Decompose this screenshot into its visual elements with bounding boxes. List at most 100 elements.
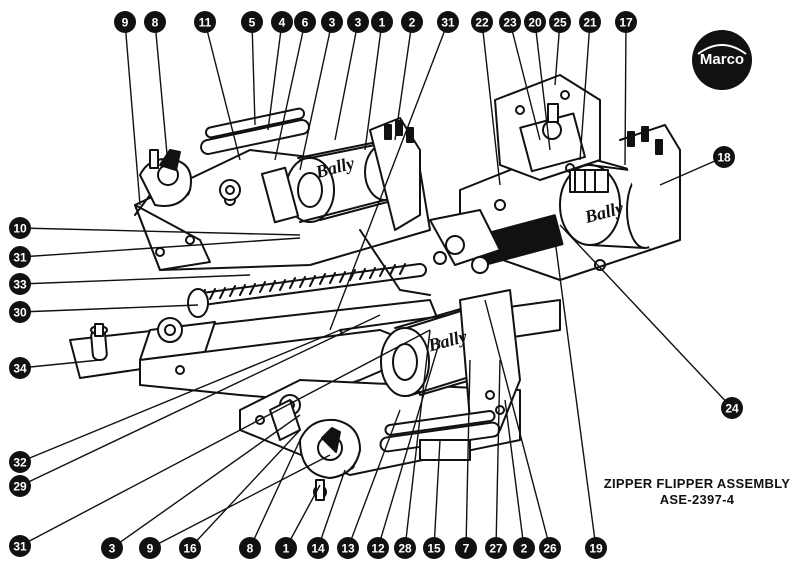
leader-line-29 — [19, 314, 381, 487]
leader-line-12 — [377, 339, 441, 549]
callout-circle — [239, 537, 261, 559]
leader-line-22 — [481, 21, 501, 186]
callout-circle — [194, 11, 216, 33]
callout-number: 2 — [521, 542, 528, 556]
callout-circle — [471, 11, 493, 33]
leader-line-17 — [624, 21, 627, 166]
callout-circle — [615, 11, 637, 33]
callout-circle — [367, 537, 389, 559]
callout-29: 29 — [9, 475, 31, 497]
callout-number: 9 — [147, 542, 154, 556]
callout-circle — [101, 537, 123, 559]
callout-circle — [9, 273, 31, 295]
callout-circle — [294, 11, 316, 33]
callout-26: 26 — [539, 537, 561, 559]
callout-number: 16 — [183, 542, 197, 556]
callout-number: 22 — [475, 16, 489, 30]
callout-number: 24 — [725, 402, 739, 416]
callout-number: 8 — [152, 16, 159, 30]
callout-3: 3 — [321, 11, 343, 33]
callout-number: 27 — [489, 542, 503, 556]
leader-line-16 — [189, 429, 301, 549]
callout-circle — [347, 11, 369, 33]
callout-4: 4 — [271, 11, 293, 33]
leader-line-30 — [19, 304, 199, 313]
callout-circle — [549, 11, 571, 33]
callout-2: 2 — [401, 11, 423, 33]
callout-34: 34 — [9, 357, 31, 379]
callout-18: 18 — [713, 146, 735, 168]
callout-circle — [579, 11, 601, 33]
callout-30: 30 — [9, 301, 31, 323]
callout-13: 13 — [337, 537, 359, 559]
callout-number: 29 — [13, 480, 27, 494]
callout-6: 6 — [294, 11, 316, 33]
leader-line-19 — [554, 239, 597, 549]
callout-8: 8 — [144, 11, 166, 33]
callout-17: 17 — [615, 11, 637, 33]
callout-number: 13 — [341, 542, 355, 556]
leader-line-3 — [299, 21, 333, 171]
callout-number: 31 — [13, 540, 27, 554]
callout-number: 32 — [13, 456, 27, 470]
leader-line-33 — [19, 274, 251, 285]
lower-coil — [380, 289, 521, 431]
callout-circle — [321, 11, 343, 33]
callout-9: 9 — [114, 11, 136, 33]
callout-1: 1 — [371, 11, 393, 33]
callout-2: 2 — [513, 537, 535, 559]
leader-line-24 — [559, 224, 733, 409]
assembly-part-number: ASE-2397-4 — [659, 492, 735, 507]
callout-circle — [585, 537, 607, 559]
callout-circle — [524, 11, 546, 33]
callout-number: 33 — [13, 278, 27, 292]
callout-12: 12 — [367, 537, 389, 559]
leader-line-4 — [267, 21, 283, 131]
callout-circle — [144, 11, 166, 33]
callout-number: 19 — [589, 542, 603, 556]
leader-line-1 — [364, 21, 383, 151]
callout-circle — [423, 537, 445, 559]
callout-33: 33 — [9, 273, 31, 295]
callout-circle — [9, 246, 31, 268]
callout-15: 15 — [423, 537, 445, 559]
leader-line-13 — [347, 409, 401, 549]
callout-number: 7 — [463, 542, 470, 556]
callout-27: 27 — [485, 537, 507, 559]
leader-line-8 — [154, 21, 169, 166]
callout-number: 34 — [13, 362, 27, 376]
callout-circle — [271, 11, 293, 33]
callout-number: 11 — [199, 16, 212, 30]
leader-line-2 — [394, 21, 413, 141]
leader-line-6 — [274, 21, 306, 161]
leader-line-9 — [149, 454, 331, 549]
callout-number: 17 — [619, 16, 633, 30]
leader-line-32 — [19, 329, 341, 463]
callout-circle — [9, 475, 31, 497]
callout-circle — [9, 301, 31, 323]
callout-24: 24 — [721, 397, 743, 419]
callout-21: 21 — [579, 11, 601, 33]
callout-circle — [139, 537, 161, 559]
callout-number: 30 — [13, 306, 27, 320]
callout-number: 28 — [398, 542, 412, 556]
callout-number: 3 — [355, 16, 362, 30]
callout-22: 22 — [471, 11, 493, 33]
callout-number: 1 — [379, 16, 386, 30]
return-spring — [187, 263, 427, 318]
leader-line-1 — [285, 484, 321, 549]
callout-1: 1 — [275, 537, 297, 559]
leader-line-7 — [465, 359, 471, 549]
callout-circle — [241, 11, 263, 33]
leader-line-14 — [317, 469, 346, 549]
leader-line-15 — [433, 439, 441, 549]
callout-number: 10 — [13, 222, 27, 236]
leader-line-3 — [334, 21, 359, 141]
callout-11: 11 — [194, 11, 216, 33]
callout-number: 25 — [553, 16, 567, 30]
callout-circle — [394, 537, 416, 559]
callout-23: 23 — [499, 11, 521, 33]
